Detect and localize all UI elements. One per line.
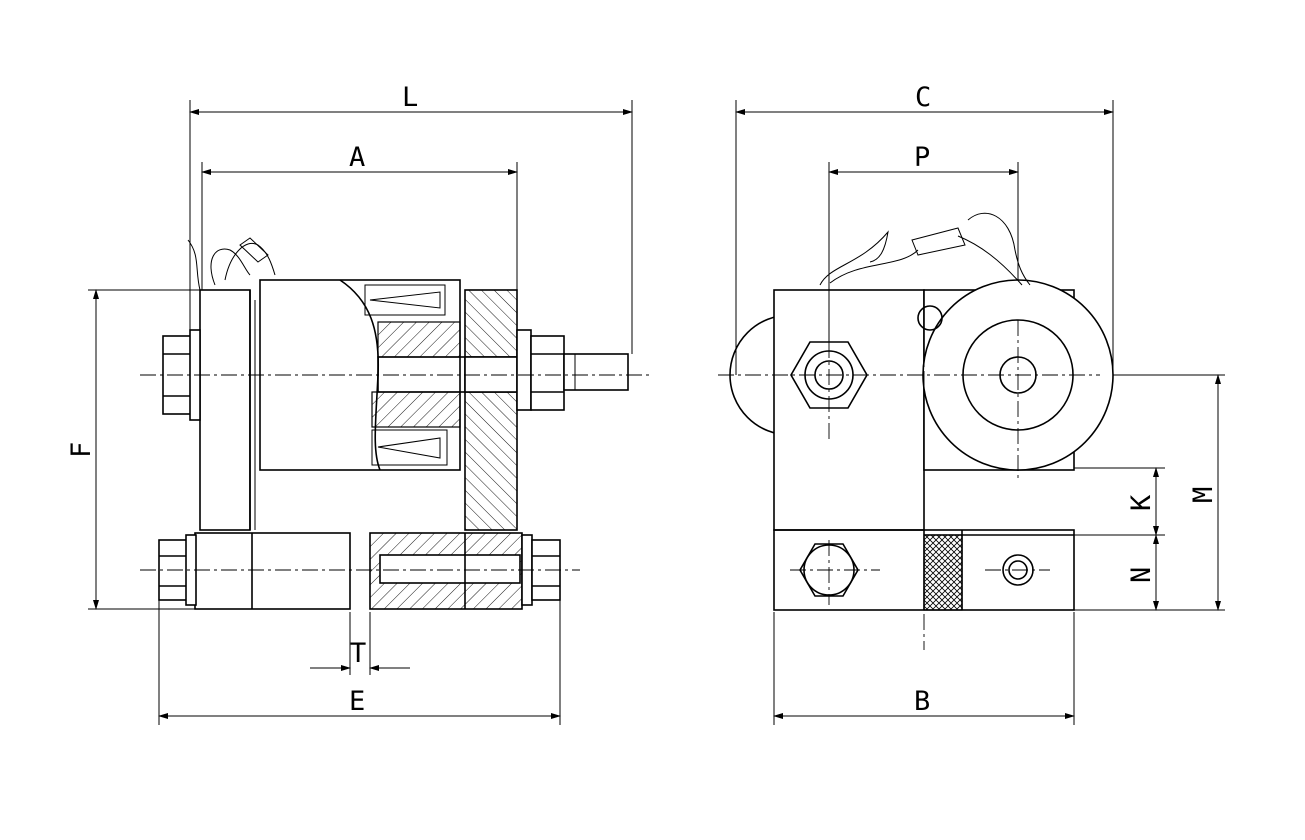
dim-label-L: L [402, 82, 418, 113]
dim-label-C: C [915, 82, 931, 113]
side-view-dimensions: L A F T E [66, 82, 633, 725]
dim-label-A: A [349, 142, 365, 173]
front-view [718, 212, 1114, 650]
dim-label-B: B [914, 686, 930, 717]
dim-label-N: N [1126, 567, 1157, 583]
dim-label-K: K [1126, 494, 1157, 511]
dim-label-F: F [66, 442, 97, 458]
dim-label-P: P [914, 142, 930, 173]
side-view [140, 237, 650, 610]
dim-label-M: M [1188, 487, 1219, 503]
dim-label-E: E [349, 686, 365, 717]
dim-label-T: T [350, 638, 366, 669]
front-view-dimensions: C P B K N M [735, 82, 1225, 725]
